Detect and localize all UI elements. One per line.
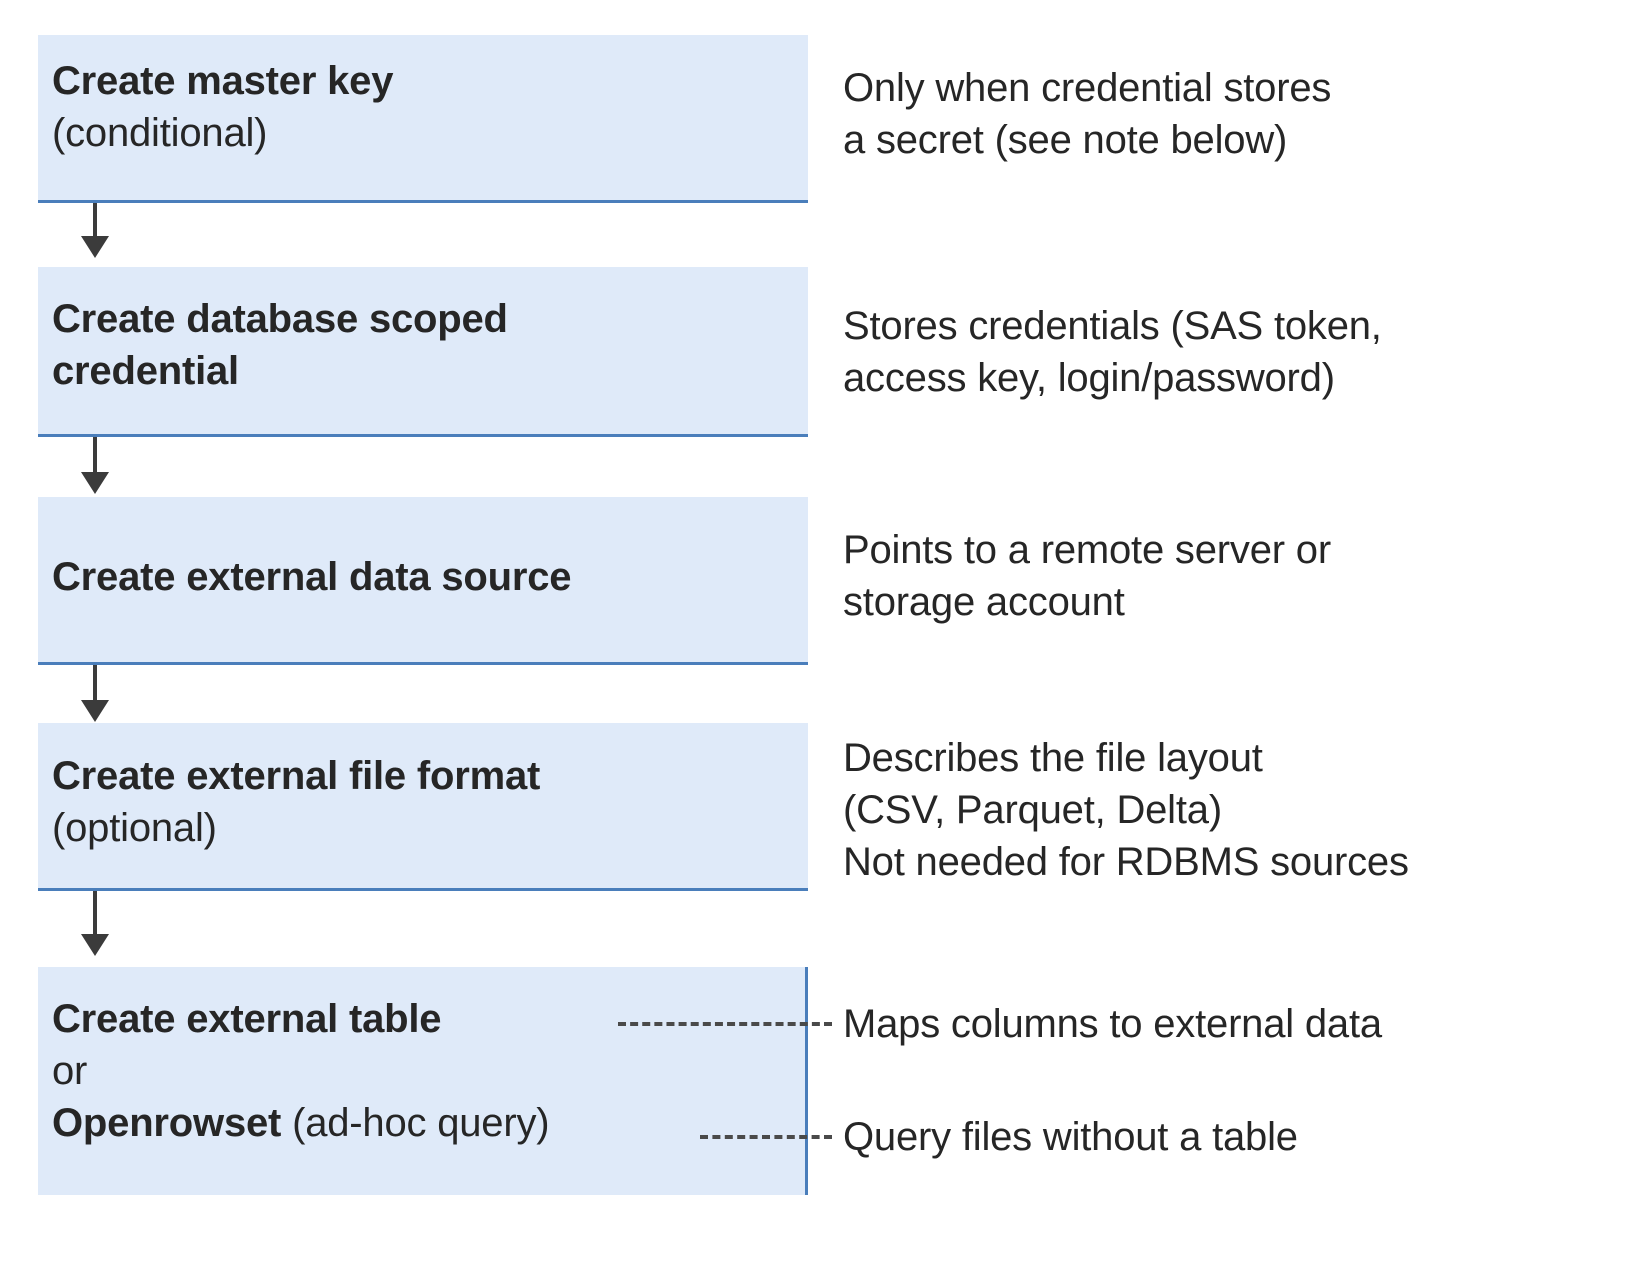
step-or-label: or xyxy=(52,1049,88,1093)
step-label-create-external-table: Create external table or Openrowset (ad-… xyxy=(52,993,1628,1149)
dashed-connector-external-table xyxy=(618,1022,832,1026)
step-label-create-database-scoped-credential: Create database scoped credential xyxy=(52,293,1628,397)
step-title-create-external-table: Create external table xyxy=(52,997,442,1041)
step-title-create-external-data-source: Create external data source xyxy=(52,555,572,599)
step-label-create-external-file-format: Create external file format (optional) xyxy=(52,750,1628,854)
step-label-create-master-key: Create master key (conditional) xyxy=(52,55,1628,159)
step-box-create-external-file-format xyxy=(38,723,808,891)
step-label-create-external-data-source: Create external data source xyxy=(52,551,1628,603)
step-subtitle-create-master-key: (conditional) xyxy=(52,111,268,155)
step-title-create-database-scoped-credential: Create database scoped credential xyxy=(52,297,508,393)
note-create-external-table: Maps columns to external data xyxy=(843,1002,1382,1046)
step-title-openrowset: Openrowset xyxy=(52,1101,282,1145)
note-create-database-scoped-credential: Stores credentials (SAS token, access ke… xyxy=(843,304,1382,400)
step-subtitle-create-external-file-format: (optional) xyxy=(52,806,217,850)
step-box-create-database-scoped-credential xyxy=(38,267,808,437)
note-create-master-key: Only when credential stores a secret (se… xyxy=(843,66,1332,162)
note-openrowset: Query files without a table xyxy=(843,1115,1298,1159)
step-box-create-external-data-source xyxy=(38,497,808,665)
step-title-create-external-file-format: Create external file format xyxy=(52,754,541,798)
arrow-icon-3 xyxy=(81,665,109,723)
step-title-create-master-key: Create master key xyxy=(52,59,394,103)
arrow-icon-1 xyxy=(81,203,109,258)
step-box-create-external-table-or-openrowset xyxy=(38,967,808,1195)
step-title-openrowset-line: Openrowset (ad-hoc query) xyxy=(52,1097,1628,1149)
dashed-connector-openrowset xyxy=(700,1135,832,1139)
note-create-external-file-format: Describes the file layout (CSV, Parquet,… xyxy=(843,736,1409,884)
arrow-icon-4 xyxy=(81,891,109,961)
note-create-external-data-source: Points to a remote server or storage acc… xyxy=(843,528,1331,624)
arrow-icon-2 xyxy=(81,437,109,495)
step-box-create-master-key xyxy=(38,35,808,203)
step-suffix-openrowset: (ad-hoc query) xyxy=(281,1101,550,1145)
